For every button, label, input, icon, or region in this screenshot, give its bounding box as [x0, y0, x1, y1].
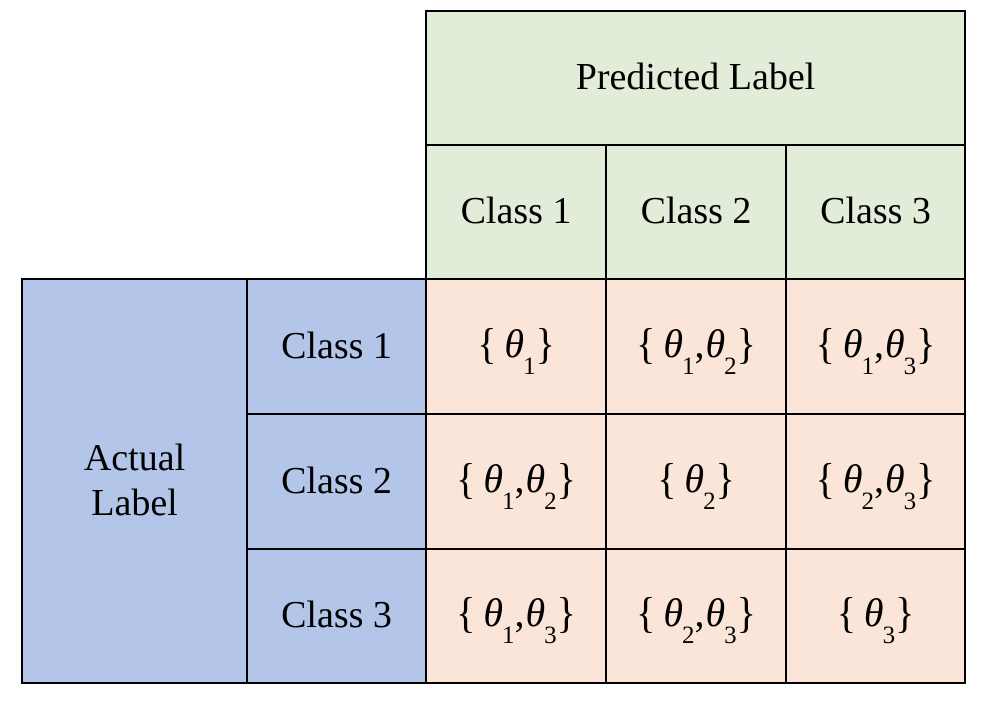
actual-label-line-1: Actual [83, 437, 186, 480]
actual-class-1-label: Class 1 [281, 324, 392, 367]
open-brace: { [456, 453, 476, 503]
theta-subscript: 1 [861, 352, 875, 380]
theta-subscript: 2 [682, 622, 695, 649]
theta-subscript: 1 [682, 352, 695, 380]
comma-separator: , [694, 320, 705, 366]
close-brace: } [715, 453, 735, 503]
comma-separator: , [694, 590, 705, 635]
predicted-class-3-label: Class 3 [820, 190, 931, 233]
theta-set: { θ1,θ3} [456, 588, 576, 649]
theta-set: { θ1,θ2} [636, 318, 756, 380]
predicted-label-header: Predicted Label [425, 10, 966, 146]
matrix-cell-r2-c3: { θ2,θ3} [785, 413, 966, 550]
actual-label-header: Actual Label [21, 278, 248, 684]
matrix-cell-r2-c1: { θ1,θ2} [425, 413, 607, 550]
theta-symbol: θ [705, 590, 726, 635]
theta-symbol: θ [663, 320, 683, 366]
close-brace: } [916, 318, 936, 368]
theta-symbol: θ [504, 320, 525, 366]
theta-subscript: 3 [544, 622, 557, 649]
theta-set: { θ1,θ2} [456, 453, 576, 515]
close-brace: } [895, 588, 915, 637]
theta-symbol: θ [885, 320, 905, 366]
close-brace: } [736, 588, 756, 637]
theta-subscript: 2 [724, 352, 737, 380]
open-brace: { [636, 318, 656, 368]
theta-symbol: θ [684, 455, 705, 501]
theta-set: { θ2,θ3} [636, 588, 756, 649]
theta-set: { θ1} [477, 318, 555, 380]
comma-separator: , [514, 455, 525, 501]
predicted-class-3-header: Class 3 [785, 144, 966, 280]
comma-separator: , [874, 455, 884, 501]
open-brace: { [456, 588, 476, 637]
theta-subscript: 3 [882, 622, 896, 649]
predicted-class-2-label: Class 2 [640, 190, 752, 233]
open-brace: { [657, 453, 677, 503]
actual-class-3-label: Class 3 [281, 594, 392, 637]
matrix-cell-r3-c3: { θ3} [785, 548, 966, 684]
matrix-cell-r1-c3: { θ1,θ3} [785, 278, 966, 415]
theta-subscript: 2 [703, 487, 716, 515]
open-brace: { [477, 318, 497, 368]
close-brace: } [556, 453, 576, 503]
predicted-class-1-label: Class 1 [460, 190, 572, 233]
theta-subscript: 1 [502, 487, 515, 515]
close-brace: } [736, 318, 756, 368]
theta-symbol: θ [525, 455, 546, 501]
theta-symbol: θ [663, 590, 683, 635]
theta-symbol: θ [842, 455, 863, 501]
predicted-label-text: Predicted Label [575, 56, 816, 99]
theta-subscript: 2 [861, 487, 875, 515]
theta-set: { θ2} [657, 453, 735, 515]
theta-subscript: 1 [523, 352, 536, 380]
close-brace: } [916, 453, 936, 503]
theta-subscript: 3 [903, 352, 917, 380]
actual-label-line-2: Label [91, 482, 178, 524]
matrix-cell-r3-c2: { θ2,θ3} [605, 548, 787, 684]
theta-symbol: θ [863, 590, 884, 635]
actual-class-2-header: Class 2 [246, 413, 427, 550]
theta-subscript: 3 [903, 487, 917, 515]
close-brace: } [535, 318, 555, 368]
open-brace: { [815, 453, 835, 503]
theta-subscript: 1 [502, 622, 515, 649]
theta-symbol: θ [525, 590, 546, 635]
actual-class-1-header: Class 1 [246, 278, 427, 415]
matrix-cell-r2-c2: { θ2} [605, 413, 787, 550]
predicted-class-2-header: Class 2 [605, 144, 787, 280]
comma-separator: , [514, 590, 525, 635]
matrix-cell-r1-c1: { θ1} [425, 278, 607, 415]
theta-subscript: 2 [544, 487, 557, 515]
theta-set: { θ1,θ3} [815, 318, 936, 380]
actual-class-3-header: Class 3 [246, 548, 427, 684]
close-brace: } [556, 588, 576, 637]
theta-symbol: θ [483, 590, 503, 635]
matrix-cell-r1-c2: { θ1,θ2} [605, 278, 787, 415]
matrix-cell-r3-c1: { θ1,θ3} [425, 548, 607, 684]
theta-subscript: 3 [724, 622, 737, 649]
open-brace: { [815, 318, 835, 368]
open-brace: { [836, 588, 856, 637]
predicted-class-1-header: Class 1 [425, 144, 607, 280]
theta-symbol: θ [885, 455, 905, 501]
theta-symbol: θ [483, 455, 503, 501]
theta-set: { θ3} [836, 588, 915, 649]
comma-separator: , [874, 320, 884, 366]
open-brace: { [636, 588, 656, 637]
theta-set: { θ2,θ3} [815, 453, 936, 515]
theta-symbol: θ [705, 320, 726, 366]
theta-symbol: θ [842, 320, 863, 366]
actual-class-2-label: Class 2 [281, 459, 392, 502]
